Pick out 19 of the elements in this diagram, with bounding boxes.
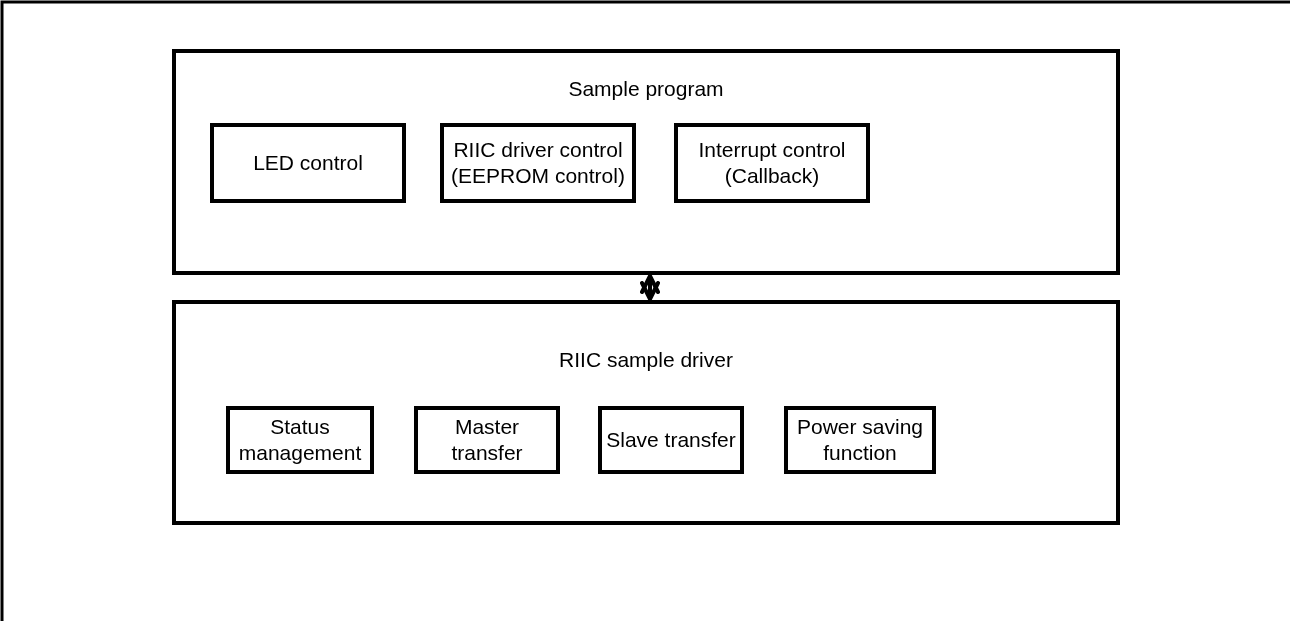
module-label: Interrupt control (Callback) bbox=[697, 136, 847, 189]
module-label: Master transfer bbox=[450, 413, 524, 466]
module-label: Status management bbox=[237, 413, 363, 466]
driver-block bbox=[172, 300, 1120, 525]
module-label: LED control bbox=[253, 149, 363, 176]
module-label: RIIC driver control (EEPROM control) bbox=[450, 136, 626, 189]
module-box bbox=[784, 406, 936, 474]
module-label: Slave transfer bbox=[606, 426, 736, 453]
block-title: RIIC sample driver bbox=[558, 348, 734, 372]
module-box bbox=[440, 123, 636, 203]
double-arrow bbox=[640, 274, 660, 301]
module-box bbox=[674, 123, 870, 203]
module-label: Power saving function bbox=[795, 413, 925, 466]
module-box bbox=[598, 406, 744, 474]
program-block bbox=[172, 49, 1120, 275]
block-title: Sample program bbox=[567, 77, 725, 101]
module-box bbox=[226, 406, 374, 474]
module-box bbox=[414, 406, 560, 474]
module-box bbox=[210, 123, 406, 203]
